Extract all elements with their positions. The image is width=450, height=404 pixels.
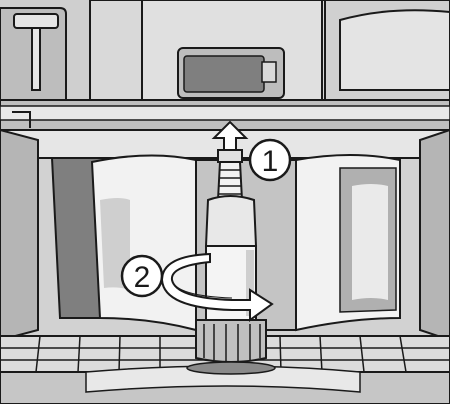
step-1-badge: 1	[250, 140, 290, 180]
cartridge-cap	[196, 320, 266, 362]
step-2-number: 2	[134, 261, 151, 294]
knob-shaft	[32, 28, 40, 90]
upper-housing	[0, 0, 450, 130]
knob-cap	[14, 14, 58, 28]
step-2-badge: 2	[122, 256, 162, 296]
step-1-number: 1	[262, 145, 279, 178]
